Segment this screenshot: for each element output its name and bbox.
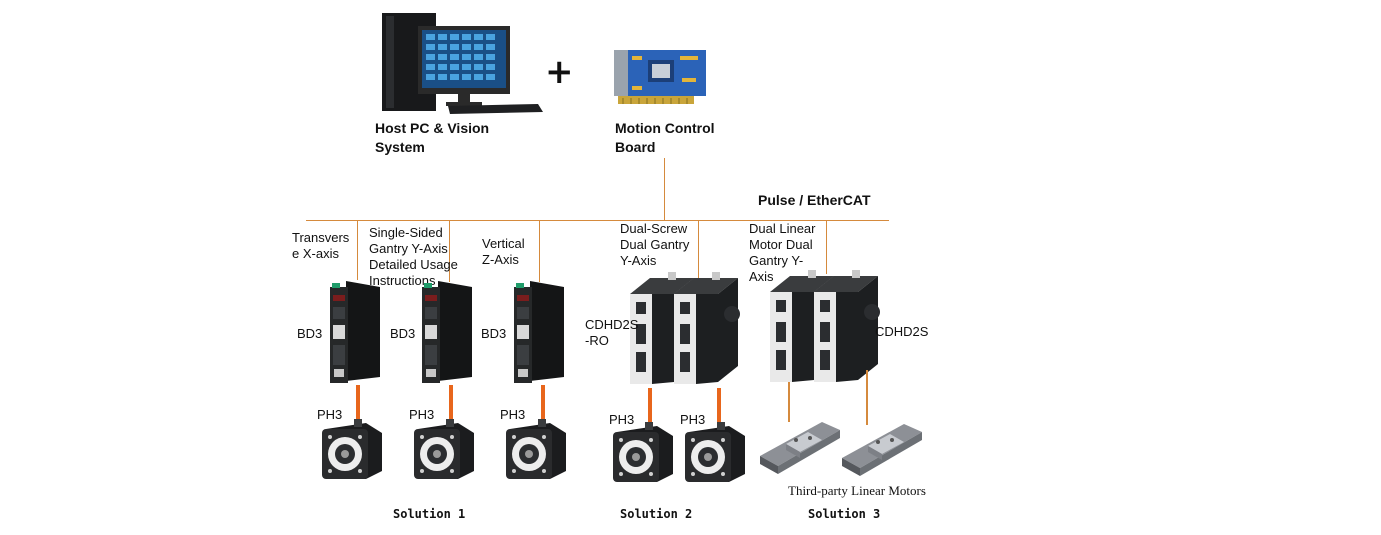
motor-cable <box>717 388 721 428</box>
servo-drive-icon <box>514 281 564 383</box>
motor-label-ph3: PH3 <box>317 407 343 422</box>
drive-label-bd3: BD3 <box>390 326 416 341</box>
servo-drive-icon <box>422 281 472 383</box>
motor-cable <box>356 385 360 425</box>
servo-drive-icon <box>330 281 380 383</box>
servo-drive-icon <box>630 272 740 384</box>
drive-label-cdhd2s-ro: CDHD2S -RO <box>585 317 639 348</box>
drive-label-cdhd2s: CDHD2S <box>875 324 929 339</box>
servo-motor-icon <box>685 422 745 482</box>
bus-label: Pulse / EtherCAT <box>758 192 871 208</box>
motor-cable <box>541 385 545 425</box>
drive-label-bd3: BD3 <box>481 326 507 341</box>
solution-1-label: Solution 1 <box>393 507 466 521</box>
servo-drive-icon <box>770 270 880 382</box>
servo-motor-icon <box>414 419 474 479</box>
board-to-bus-wire <box>664 158 665 220</box>
drop-transverse <box>357 220 358 280</box>
axis-label-vertical-z: Vertical Z-Axis <box>482 236 525 267</box>
drop-gantry-y <box>449 220 450 282</box>
host-pc-label: Host PC & Vision System <box>375 120 490 155</box>
axis-label-gantry-y: Single-Sided Gantry Y-Axis Detailed Usag… <box>369 225 458 288</box>
drop-dual-screw <box>698 220 699 278</box>
linear-stage-icon <box>842 424 922 476</box>
linear-motor-label: Third-party Linear Motors <box>788 483 926 498</box>
linear-stage-icon <box>760 422 840 474</box>
motor-label-ph3: PH3 <box>409 407 435 422</box>
motor-cable <box>449 385 453 425</box>
servo-motor-icon <box>322 419 382 479</box>
servo-motor-icon <box>613 422 673 482</box>
servo-motor-icon <box>506 419 566 479</box>
linear-motor-cable <box>788 382 790 422</box>
bus-line <box>306 220 889 221</box>
motor-label-ph3: PH3 <box>680 412 706 427</box>
axis-label-dual-linear: Dual Linear Motor Dual Gantry Y-Axis <box>749 221 816 284</box>
plus-sign: + <box>545 52 574 92</box>
motion-card-icon <box>614 50 706 104</box>
motor-cable <box>648 388 652 428</box>
drive-label-bd3: BD3 <box>297 326 323 341</box>
drop-vertical-z <box>539 220 540 282</box>
motor-label-ph3: PH3 <box>609 412 635 427</box>
solution-2-label: Solution 2 <box>620 507 693 521</box>
desktop-pc-icon <box>382 13 543 114</box>
solution-3-label: Solution 3 <box>808 507 881 521</box>
axis-label-dual-screw: Dual-Screw Dual Gantry Y-Axis <box>620 221 690 268</box>
motion-board-label: Motion Control Board <box>615 120 715 155</box>
drop-dual-linear <box>826 220 827 274</box>
linear-motor-cable <box>866 370 868 425</box>
motor-label-ph3: PH3 <box>500 407 526 422</box>
axis-label-transverse: Transverse X-axis <box>292 230 350 261</box>
